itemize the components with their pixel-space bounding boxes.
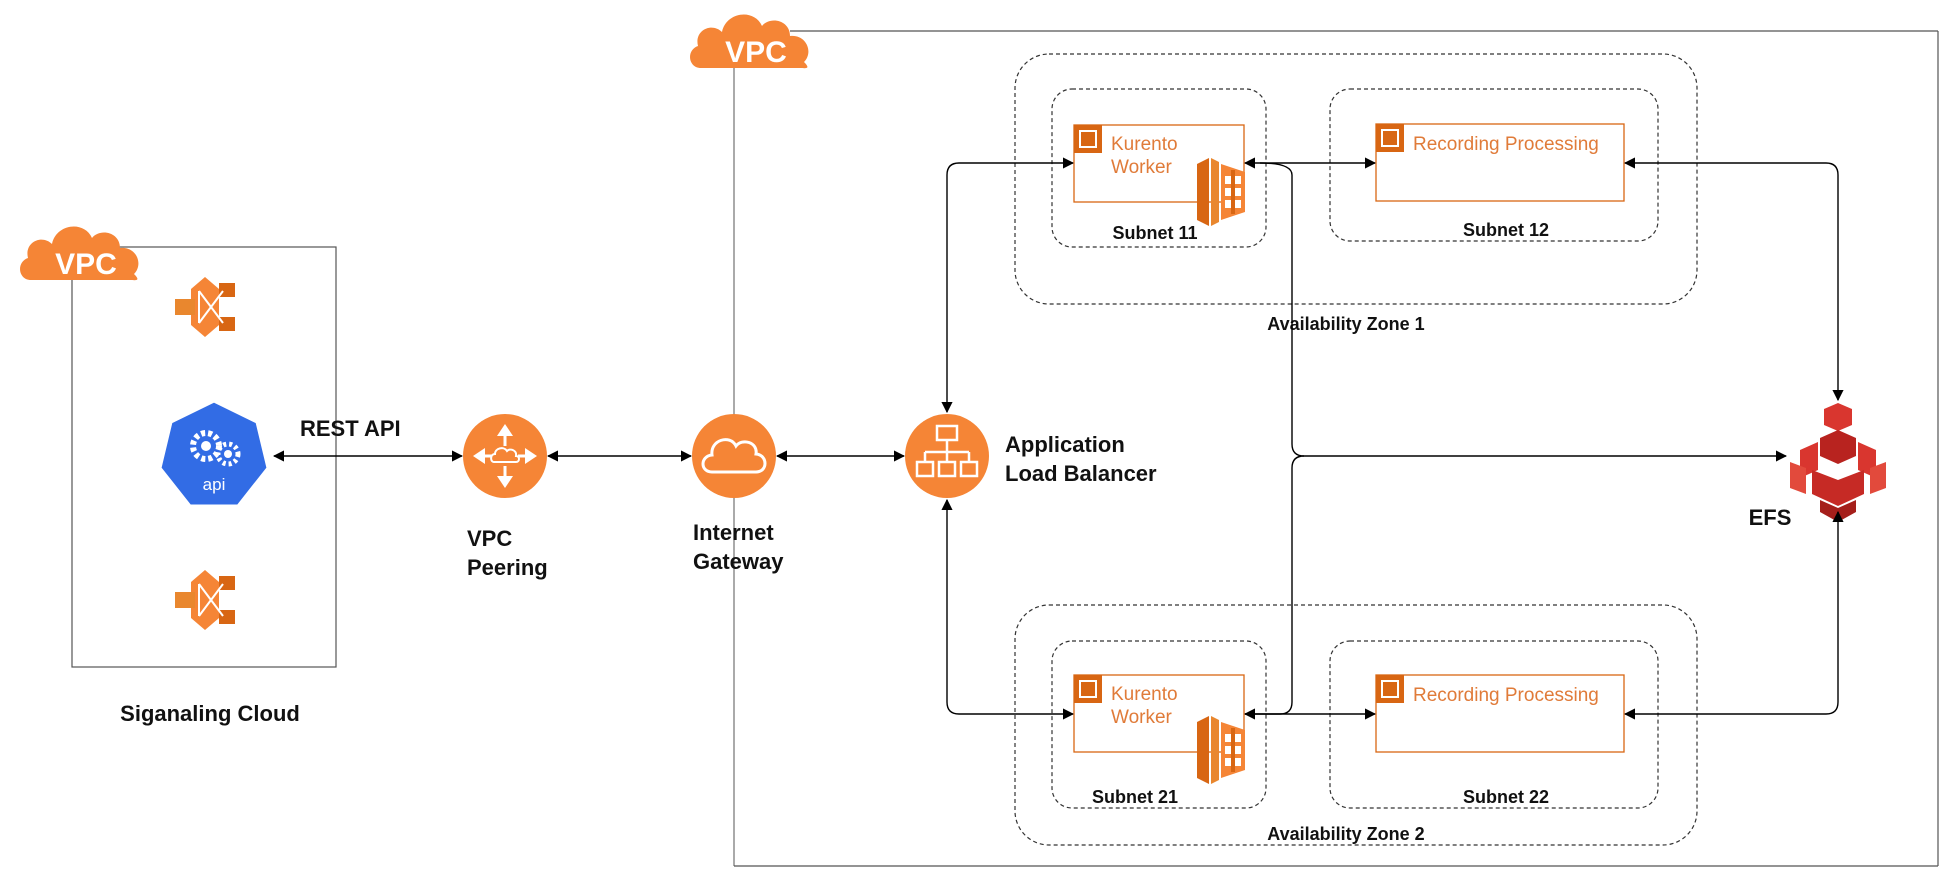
vpc-peering: VPC Peering [463, 414, 548, 580]
alb-kurento-az1-connection [941, 157, 1075, 414]
az1-label: Availability Zone 1 [1267, 314, 1424, 334]
recording-az1-efs-connection [1623, 157, 1844, 402]
kurento-worker-label-line2: Worker [1111, 707, 1173, 728]
kurento-worker-az1: Kurento Worker [1073, 124, 1245, 226]
recording-processing-az2: Recording Processing [1375, 674, 1625, 753]
vpc-badge-label: VPC [55, 248, 117, 281]
efs: EFS [1749, 403, 1886, 530]
subnet-22: Subnet 22 Recording Processing [1329, 640, 1659, 809]
rest-api-label: REST API [300, 416, 401, 441]
vpc-peering-label-line1: VPC [467, 526, 512, 551]
kurento-az1-efs-connection [1259, 162, 1788, 462]
main-vpc: VPC [690, 14, 1939, 867]
internet-gateway-label-line2: Gateway [693, 549, 784, 574]
connections: REST API [272, 157, 1844, 720]
availability-zone-2: Availability Zone 2 Subnet 21 Kurento Wo… [1014, 604, 1698, 846]
signaling-vpc: VPC api Siganaling Cloud [20, 226, 337, 726]
efs-label: EFS [1749, 505, 1792, 530]
kubernetes-api: api [158, 399, 270, 508]
api-gateway-node-icon [174, 569, 236, 631]
internet-gateway-label-line1: Internet [693, 520, 774, 545]
alb-label-line2: Load Balancer [1005, 461, 1157, 486]
az2-label: Availability Zone 2 [1267, 824, 1424, 844]
mesh-node-bottom [174, 569, 236, 631]
ec2-instance-icon [1073, 124, 1103, 154]
kurento-az2-efs-connection [1245, 455, 1305, 715]
ec2-instance-icon [1375, 674, 1405, 704]
availability-zone-1: Availability Zone 1 Subnet 11 Kurento Wo… [1014, 53, 1698, 334]
kurento-worker-label-line2: Worker [1111, 157, 1173, 178]
vpc-badge-label: VPC [725, 36, 787, 69]
recording-az2-efs-connection [1623, 510, 1844, 720]
vpc-badge-main: VPC [690, 14, 809, 69]
api-badge-label: api [203, 475, 226, 494]
vpc-badge-left: VPC [20, 226, 139, 281]
recording-processing-label: Recording Processing [1413, 134, 1599, 155]
subnet-12-label: Subnet 12 [1463, 220, 1549, 240]
internet-gateway-icon [692, 414, 776, 498]
internet-gateway: Internet Gateway [692, 414, 784, 574]
ec2-instance-icon [1073, 674, 1103, 704]
kurento-worker-label-line1: Kurento [1111, 134, 1178, 155]
signaling-cloud-title: Siganaling Cloud [120, 701, 300, 726]
ec2-instance-icon [1375, 123, 1405, 153]
subnet-11: Subnet 11 Kurento Worker [1051, 88, 1267, 248]
api-gateway-node-icon [174, 276, 236, 338]
subnet-21-label: Subnet 21 [1092, 787, 1178, 807]
recording-processing-label: Recording Processing [1413, 685, 1599, 706]
kurento-worker-az2: Kurento Worker [1073, 674, 1245, 784]
efs-icon [1790, 403, 1886, 522]
subnet-11-label: Subnet 11 [1112, 223, 1197, 243]
vpc-peering-icon [463, 414, 547, 498]
subnet-22-label: Subnet 22 [1463, 787, 1549, 807]
mesh-node-top [174, 276, 236, 338]
subnet-21: Subnet 21 Kurento Worker [1051, 640, 1267, 809]
kurento-worker-label-line1: Kurento [1111, 684, 1178, 705]
recording-processing-az1: Recording Processing [1375, 123, 1625, 202]
subnet-12: Subnet 12 Recording Processing [1329, 88, 1659, 242]
alb-kurento-az2-connection [941, 498, 1075, 720]
application-load-balancer: Application Load Balancer [905, 414, 1157, 498]
vpc-peering-label-line2: Peering [467, 555, 548, 580]
alb-label-line1: Application [1005, 432, 1125, 457]
